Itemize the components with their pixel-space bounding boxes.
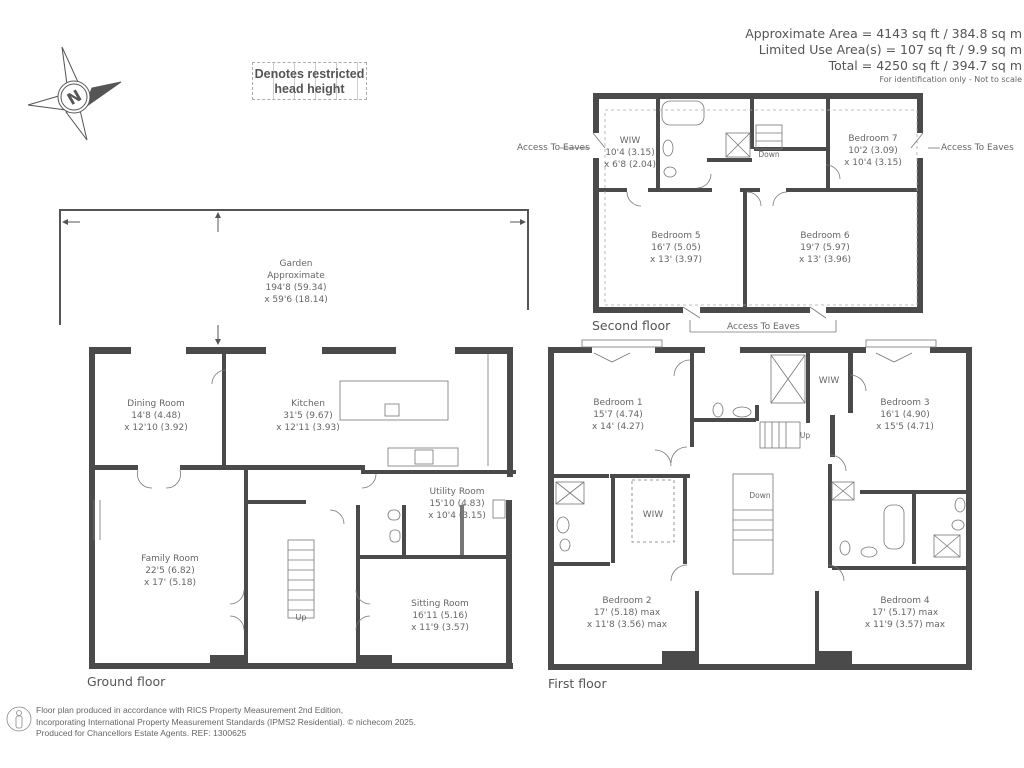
room-dim-1: 14'8 (4.48): [131, 411, 181, 421]
footer-line-2: Incorporating International Property Mea…: [36, 716, 416, 727]
area-summary: Approximate Area = 4143 sq ft / 384.8 sq…: [745, 26, 1022, 86]
room-family-room: Family Room 22'5 (6.82) x 17' (5.18): [141, 553, 198, 589]
room-dim-2: x 15'5 (4.71): [876, 422, 934, 432]
room-dim-1: 31'5 (9.67): [283, 411, 333, 421]
room-dim-1: 15'10 (4.83): [429, 499, 485, 509]
garden-label: Garden Approximate 194'8 (59.34) x 59'6 …: [264, 258, 328, 306]
first-stairs-up: Up: [799, 431, 811, 440]
footer-line-3: Produced for Chancellors Estate Agents. …: [36, 728, 247, 738]
eaves-access-left: Access To Eaves: [517, 143, 590, 153]
room-bedroom-1: Bedroom 1 15'7 (4.74) x 14' (4.27): [592, 397, 644, 433]
compass-icon: N: [27, 46, 122, 141]
room-name: Kitchen: [291, 399, 325, 409]
room-dim-2: x 13' (3.96): [798, 255, 852, 265]
total-area: Total = 4250 sq ft / 394.7 sq m: [828, 58, 1022, 73]
second-floor-label: Second floor: [592, 318, 671, 333]
restricted-height-legend: Denotes restricted head height: [252, 62, 367, 100]
ground-floor-label: Ground floor: [87, 674, 166, 689]
room-dim-2: x 10'4 (3.15): [428, 511, 486, 521]
room-dim-1: 17' (5.17) max: [871, 608, 939, 618]
room-dim-1: 16'1 (4.90): [880, 410, 930, 420]
room-bedroom-4: Bedroom 4 17' (5.17) max x 11'9 (3.57) m…: [865, 595, 945, 631]
room-dim-1: 15'7 (4.74): [593, 410, 643, 420]
room-dim-2: x 11'8 (3.56) max: [586, 620, 668, 630]
garden-approx: Approximate: [267, 271, 325, 281]
room-dining-room: Dining Room 14'8 (4.48) x 12'10 (3.92): [124, 398, 188, 434]
room-bedroom-6: Bedroom 6 19'7 (5.97) x 13' (3.96): [799, 230, 851, 266]
room-dim-2: x 13' (3.97): [649, 255, 703, 265]
room-name: Family Room: [141, 554, 199, 564]
ground-floor-walls: [89, 347, 516, 669]
garden-dim-1: 194'8 (59.34): [265, 283, 327, 293]
second-stairs-down: Down: [758, 150, 780, 159]
room-bedroom-3: Bedroom 3 16'1 (4.90) x 15'5 (4.71): [876, 397, 934, 433]
room-dim-2: x 12'11 (3.93): [276, 423, 340, 433]
room-name: Bedroom 5: [651, 231, 701, 241]
room-name: Bedroom 3: [880, 398, 930, 408]
first-floor-label: First floor: [548, 676, 607, 691]
first-stairs-down: Down: [749, 491, 771, 500]
room-dim-1: 16'7 (5.05): [651, 243, 701, 253]
first-floor-fixtures: [555, 339, 966, 582]
room-kitchen: Kitchen 31'5 (9.67) x 12'11 (3.93): [276, 398, 340, 434]
room-dim-2: x 6'8 (2.04): [603, 160, 657, 170]
footer-credits: Floor plan produced in accordance with R…: [36, 705, 416, 740]
room-dim-1: 10'2 (3.09): [848, 146, 898, 156]
room-name: WIW: [619, 136, 641, 146]
room-dim-1: 19'7 (5.97): [800, 243, 850, 253]
room-dim-2: x 11'9 (3.57) max: [864, 620, 946, 630]
room-sitting-room: Sitting Room 16'11 (5.16) x 11'9 (3.57): [411, 598, 469, 634]
room-name: Utility Room: [429, 487, 485, 497]
first-wiw-2: WIW: [642, 510, 664, 520]
room-dim-1: 17' (5.18) max: [593, 608, 661, 618]
garden-dim-2: x 59'6 (18.14): [264, 295, 328, 305]
room-bedroom-2: Bedroom 2 17' (5.18) max x 11'8 (3.56) m…: [587, 595, 667, 631]
person-scale-icon: [6, 706, 32, 732]
scale-note: For identification only - Not to scale: [879, 75, 1022, 84]
garden-name: Garden: [279, 259, 313, 269]
room-bedroom-7: Bedroom 7 10'2 (3.09) x 10'4 (3.15): [844, 133, 902, 169]
room-dim-1: 16'11 (5.16): [412, 611, 468, 621]
room-name: Bedroom 6: [800, 231, 850, 241]
room-dim-2: x 10'4 (3.15): [844, 158, 902, 168]
room-name: Bedroom 2: [602, 596, 652, 606]
legend-line-2: head height: [274, 82, 345, 96]
eaves-access-bottom: Access To Eaves: [727, 322, 800, 332]
eaves-access-right: Access To Eaves: [941, 143, 1014, 153]
first-floor-walls: [548, 347, 972, 670]
garden-boundary: [59, 209, 529, 345]
ground-stairs-up: Up: [295, 613, 307, 622]
second-floor-walls: [593, 93, 923, 313]
room-dim-2: x 12'10 (3.92): [124, 423, 188, 433]
room-dim-2: x 11'9 (3.57): [411, 623, 469, 633]
footer-line-1: Floor plan produced in accordance with R…: [36, 705, 344, 715]
room-dim-1: 10'4 (3.15): [605, 148, 655, 158]
room-name: Bedroom 4: [880, 596, 930, 606]
legend-line-1: Denotes restricted: [254, 67, 365, 81]
second-floor-fixtures: [560, 100, 940, 333]
room-dim-2: x 17' (5.18): [143, 578, 197, 588]
approximate-area: Approximate Area = 4143 sq ft / 384.8 sq…: [745, 26, 1022, 41]
room-name: Dining Room: [127, 399, 185, 409]
room-bedroom-5: Bedroom 5 16'7 (5.05) x 13' (3.97): [650, 230, 702, 266]
room-dim-2: x 14' (4.27): [591, 422, 645, 432]
room-name: Sitting Room: [411, 599, 469, 609]
limited-use-area: Limited Use Area(s) = 107 sq ft / 9.9 sq…: [758, 42, 1022, 57]
first-wiw-1: WIW: [818, 376, 840, 386]
room-name: Bedroom 7: [848, 134, 898, 144]
room-name: Bedroom 1: [593, 398, 643, 408]
room-dim-1: 22'5 (6.82): [145, 566, 195, 576]
ground-floor-fixtures: [93, 354, 506, 631]
room-utility-room: Utility Room 15'10 (4.83) x 10'4 (3.15): [428, 486, 486, 522]
room-second-wiw: WIW 10'4 (3.15) x 6'8 (2.04): [604, 135, 656, 171]
